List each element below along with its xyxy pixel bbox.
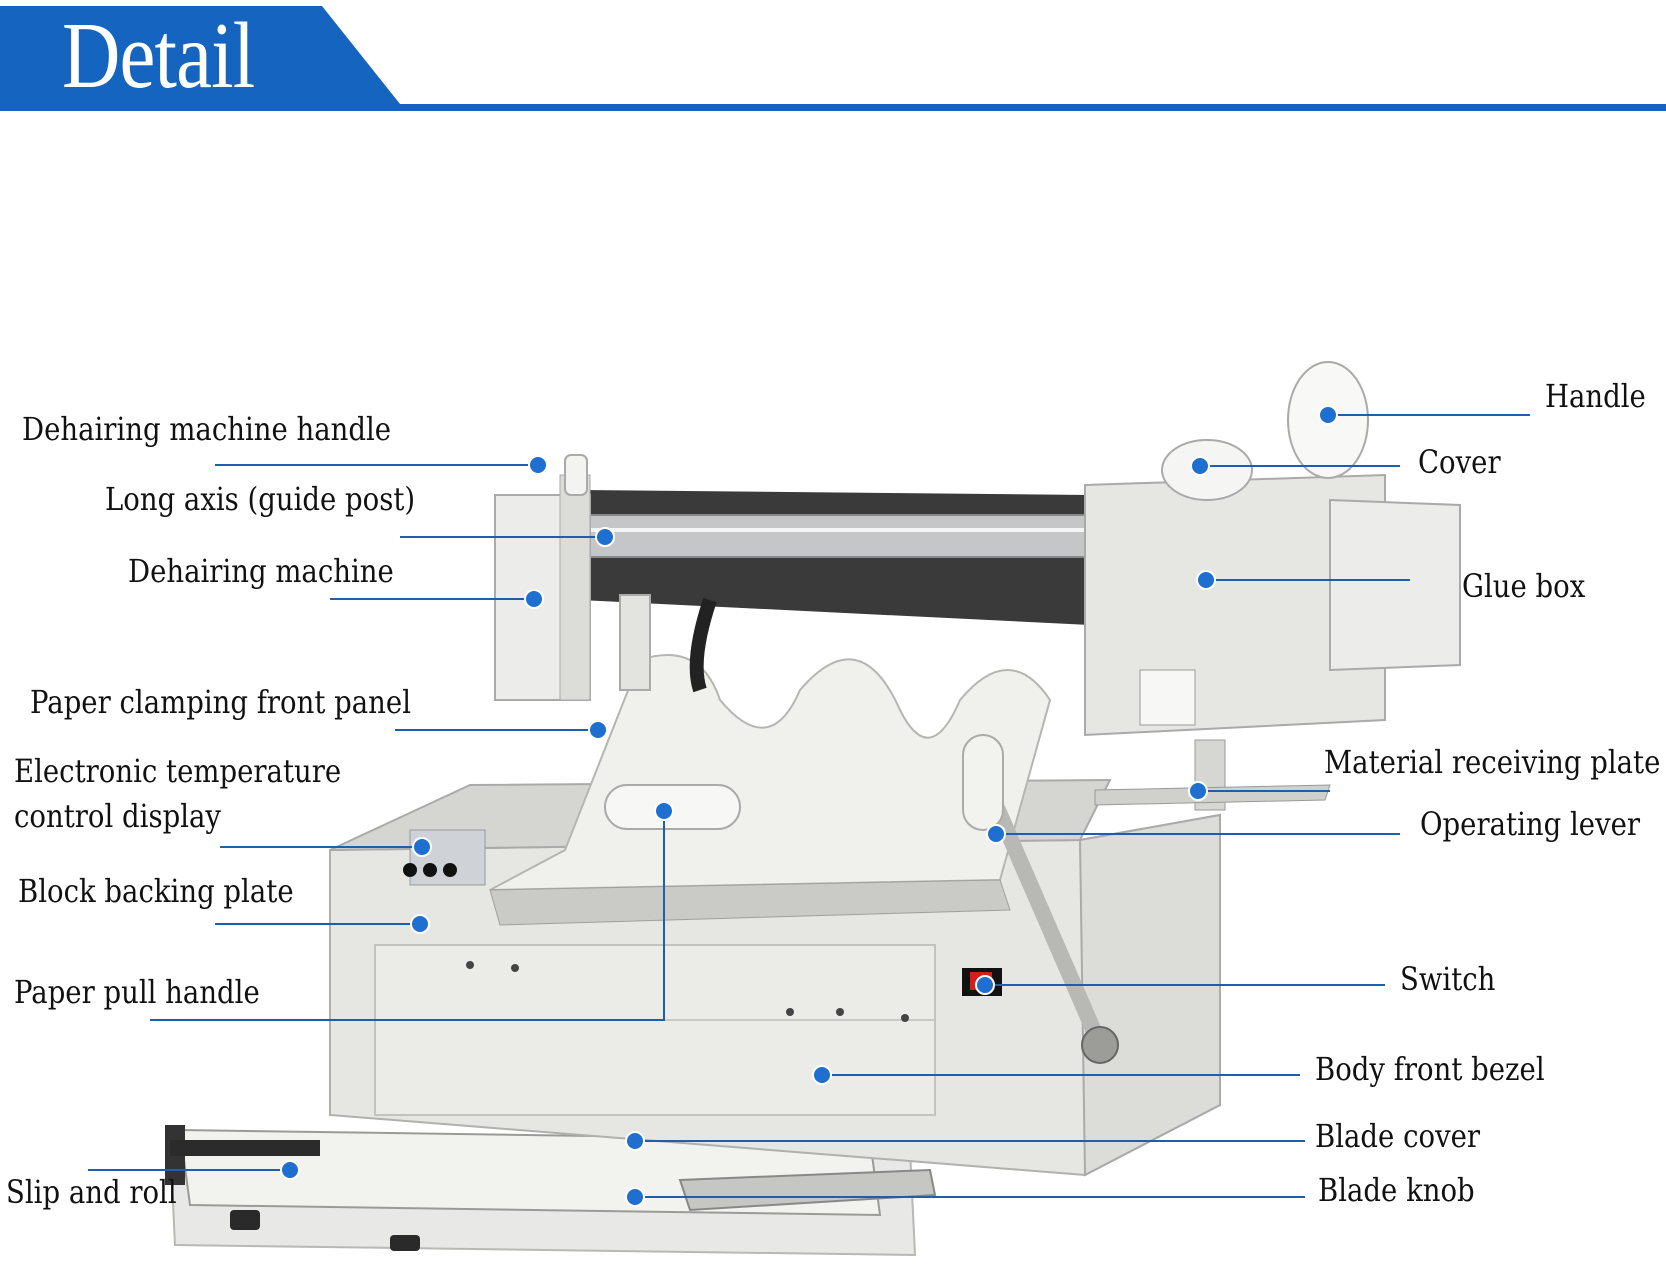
dot-dehairing-handle bbox=[528, 455, 548, 475]
label-body-front-bezel: Body front bezel bbox=[1315, 1050, 1545, 1088]
dot-backing-plate bbox=[410, 914, 430, 934]
header-underline bbox=[0, 104, 1666, 111]
dot-paper-pull bbox=[654, 801, 674, 821]
dot-cover bbox=[1190, 456, 1210, 476]
dot-temperature bbox=[412, 837, 432, 857]
label-dehairing-machine-handle: Dehairing machine handle bbox=[22, 410, 392, 448]
callout-dots bbox=[280, 405, 1338, 1207]
operating-lever-art bbox=[962, 734, 1119, 1064]
dot-long-axis bbox=[595, 527, 615, 547]
label-paper-clamping-front-panel: Paper clamping front panel bbox=[30, 683, 411, 721]
dot-clamping-panel bbox=[588, 720, 608, 740]
leader-paper-pull bbox=[150, 811, 665, 1021]
label-paper-pull-handle: Paper pull handle bbox=[14, 973, 260, 1011]
dot-dehairing-machine bbox=[524, 589, 544, 609]
header-blue-tab bbox=[0, 6, 400, 104]
dot-receiving-plate bbox=[1188, 781, 1208, 801]
label-slip-and-roll: Slip and roll bbox=[6, 1173, 177, 1211]
label-cover: Cover bbox=[1418, 443, 1501, 481]
dot-blade-cover bbox=[625, 1131, 645, 1151]
label-material-receiving-plate: Material receiving plate bbox=[1323, 743, 1660, 781]
dot-body-bezel bbox=[812, 1065, 832, 1085]
label-blade-knob: Blade knob bbox=[1318, 1171, 1475, 1209]
dot-handle bbox=[1318, 405, 1338, 425]
page-title: Detail bbox=[62, 4, 255, 108]
leader-lines bbox=[88, 414, 1530, 1198]
label-long-axis: Long axis (guide post) bbox=[105, 480, 416, 518]
dot-glue-box bbox=[1196, 570, 1216, 590]
label-handle: Handle bbox=[1545, 377, 1646, 415]
dot-slip-roll bbox=[280, 1160, 300, 1180]
dot-operating-lever bbox=[986, 824, 1006, 844]
label-operating-lever: Operating lever bbox=[1420, 805, 1641, 843]
label-electronic-temperature: Electronic temperature bbox=[14, 752, 342, 790]
label-dehairing-machine: Dehairing machine bbox=[128, 552, 394, 590]
top-assembly bbox=[494, 361, 1461, 811]
dot-switch bbox=[975, 975, 995, 995]
label-control-display: control display bbox=[14, 797, 221, 835]
label-switch: Switch bbox=[1400, 960, 1496, 998]
label-glue-box: Glue box bbox=[1462, 567, 1586, 605]
dot-blade-knob bbox=[625, 1187, 645, 1207]
slide-tray bbox=[165, 1125, 937, 1257]
header-banner bbox=[0, 6, 1666, 111]
label-block-backing-plate: Block backing plate bbox=[18, 872, 294, 910]
label-blade-cover: Blade cover bbox=[1315, 1117, 1481, 1155]
